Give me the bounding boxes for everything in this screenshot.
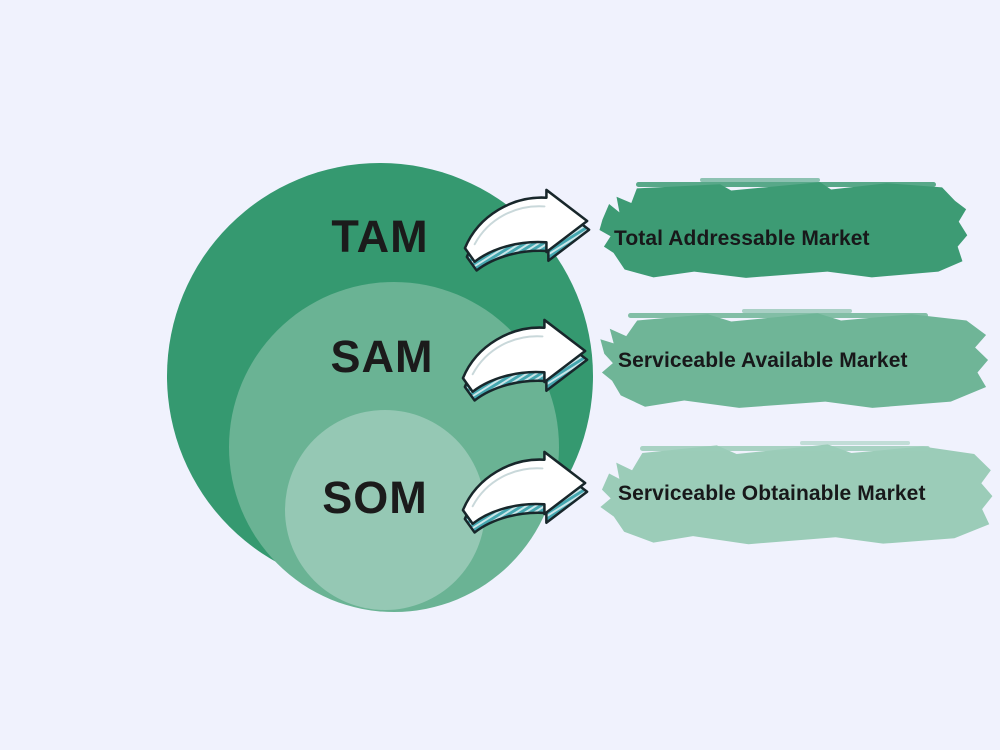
tam-abbr-label: TAM (331, 211, 428, 262)
som-banner-stroke (600, 444, 993, 545)
tam-banner-label: Total Addressable Market (614, 227, 870, 250)
tam-banner-stroke (599, 182, 968, 278)
sam-banner-label: Serviceable Available Market (618, 349, 908, 372)
som-banner[interactable]: Serviceable Obtainable Market (598, 440, 994, 548)
som-abbr-label: SOM (322, 472, 428, 523)
som-banner-label: Serviceable Obtainable Market (618, 482, 926, 505)
sam-abbr-label: SAM (331, 331, 434, 382)
tam-banner[interactable]: Total Addressable Market (598, 178, 968, 282)
sam-banner[interactable]: Serviceable Available Market (598, 308, 990, 412)
sam-banner-stroke (600, 313, 989, 408)
som-circle[interactable] (285, 410, 485, 610)
